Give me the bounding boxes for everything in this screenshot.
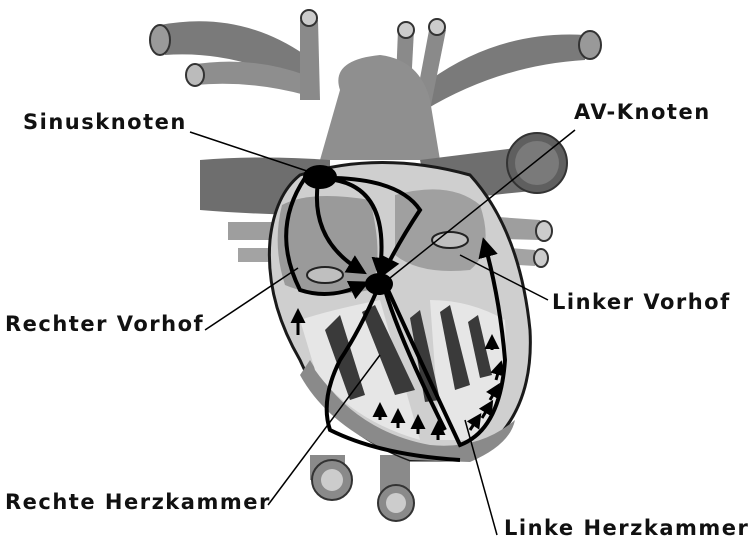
sinus-node	[303, 165, 337, 189]
label-right-ventricle: Rechte Herzkammer	[5, 490, 271, 514]
label-right-atrium: Rechter Vorhof	[5, 312, 204, 336]
label-left-ventricle: Linke Herzkammer	[504, 516, 749, 540]
label-sinus-node: Sinusknoten	[23, 110, 187, 134]
label-left-atrium: Linker Vorhof	[552, 290, 731, 314]
av-node	[365, 273, 393, 295]
label-av-node: AV-Knoten	[574, 100, 711, 124]
